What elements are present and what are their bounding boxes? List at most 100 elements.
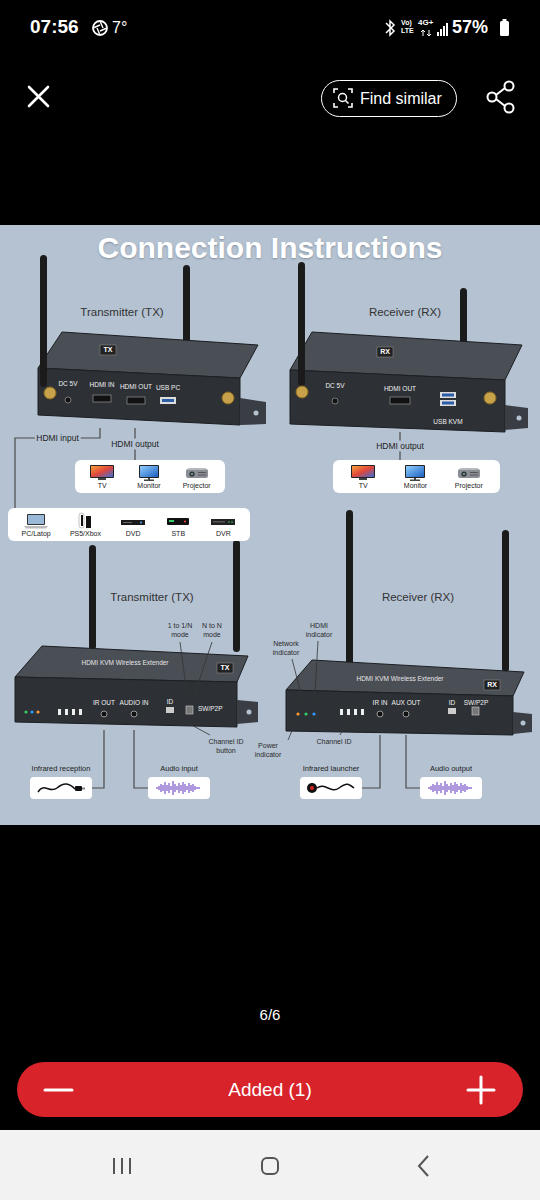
port-label: IR OUT: [93, 699, 115, 706]
device-name: DVR: [216, 529, 231, 538]
port-label: USB KVM: [433, 418, 462, 425]
accessory-box: Audio input: [148, 777, 210, 799]
callout-label: Power indicator: [250, 742, 286, 759]
accessory-label: Audio output: [430, 764, 472, 773]
device-cell: TV: [346, 464, 380, 490]
diagram-title: Connection Instructions: [0, 228, 540, 268]
extender-unit: Receiver (RX) RX DC 5V HDMI OUT USB KVM: [285, 300, 530, 432]
port-label: SW/P2P: [198, 705, 223, 712]
button-label: Find similar: [360, 90, 442, 108]
model-plate: RX: [380, 348, 390, 356]
device-cell: Projector: [179, 464, 215, 490]
device-panel: TV Monitor Projector: [75, 460, 225, 493]
extender-unit: Receiver (RX) HDMI KVM Wireless ExtenderR…: [270, 585, 530, 735]
model-plate: RX: [487, 681, 497, 689]
device-name: Monitor: [404, 481, 427, 490]
connector-label: HDMI output: [374, 441, 426, 452]
unit-heading: Transmitter (TX): [110, 591, 193, 604]
status-network: LTE: [401, 27, 414, 35]
port-label: HDMI OUT: [120, 383, 152, 390]
product-name: HDMI KVM Wireless Extender: [81, 659, 168, 666]
callout-label: HDMI indicator: [302, 622, 336, 639]
device-cell: Monitor: [398, 464, 432, 490]
callout-label: Network indicator: [266, 640, 306, 657]
port-label: USB PC: [156, 384, 180, 391]
device-cell: DVD: [116, 512, 150, 538]
device-cell: Monitor: [132, 464, 166, 490]
device-icon: [72, 512, 98, 529]
model-plate: TX: [221, 664, 230, 672]
port-label: ID: [449, 699, 456, 706]
page-counter: 6/6: [260, 1006, 281, 1024]
accessory-icon: [35, 780, 87, 796]
accessory-icon: [305, 780, 357, 796]
model-plate: TX: [104, 346, 113, 354]
callout-label: N to N mode: [198, 622, 226, 639]
status-temperature: 7°: [112, 18, 127, 37]
callout-label: 1 to 1/N mode: [164, 622, 196, 639]
cart-label: Added (1): [228, 1079, 311, 1101]
accessory-icon: [153, 780, 205, 796]
device-name: PS5/Xbox: [70, 529, 101, 538]
accessory-label: Infrared reception: [32, 764, 91, 773]
device-cell: Projector: [451, 464, 487, 490]
status-network: Vo): [401, 19, 412, 27]
accessory-icon: [425, 780, 477, 796]
device-icon: [136, 464, 162, 481]
status-time: 07:56: [30, 16, 79, 39]
product-name: HDMI KVM Wireless Extender: [356, 675, 443, 682]
device-cell: STB: [161, 512, 195, 538]
connector-line: [92, 730, 104, 788]
connector-line: [406, 735, 420, 788]
device-icon: [23, 512, 49, 529]
device-icon: [456, 464, 482, 481]
device-icon: [210, 512, 236, 529]
port-label: AUX OUT: [392, 699, 421, 706]
device-icon: [402, 464, 428, 481]
device-name: PC/Latop: [22, 529, 51, 538]
port-label: HDMI OUT: [384, 385, 416, 392]
device-name: Projector: [455, 481, 483, 490]
connector-label: HDMI input: [34, 433, 81, 444]
device-cell: DVR: [206, 512, 240, 538]
callout-label: Channel ID button: [205, 738, 247, 755]
port-label: HDMI IN: [90, 381, 115, 388]
port-label: SW/P2P: [464, 699, 489, 706]
device-name: TV: [359, 481, 368, 490]
unit-heading: Receiver (RX): [382, 591, 454, 604]
callout-label: Channel ID: [314, 738, 354, 747]
accessory-box: Infrared reception: [30, 777, 92, 799]
unit-heading: Transmitter (TX): [80, 306, 163, 319]
device-icon: [120, 512, 146, 529]
device-cell: PC/Latop: [18, 512, 55, 538]
device-icon: [165, 512, 191, 529]
status-network: 4G+: [418, 18, 433, 28]
extender-unit: Transmitter (TX) TX DC 5V HDMI IN HDMI OUT US…: [30, 300, 265, 428]
device-name: Projector: [183, 481, 211, 490]
search-button: Find similar: [321, 80, 457, 117]
status-battery: 57%: [452, 17, 488, 39]
accessory-box: Audio output: [420, 777, 482, 799]
device-cell: TV: [85, 464, 119, 490]
extender-unit: Transmitter (TX) HDMI KVM Wireless Extend…: [10, 585, 250, 730]
device-panel: TV Monitor Projector: [333, 460, 500, 493]
port-label: IR IN: [373, 699, 388, 706]
device-name: TV: [98, 481, 107, 490]
device-icon: [350, 464, 376, 481]
device-icon: [184, 464, 210, 481]
device-name: STB: [171, 529, 185, 538]
accessory-box: Infrared launcher: [300, 777, 362, 799]
device-icon: [89, 464, 115, 481]
connector-label: HDMI output: [109, 439, 161, 450]
connector-line: [362, 735, 380, 788]
device-panel: PC/Latop PS5/Xbox DVD STB DVR: [8, 508, 250, 541]
device-name: Monitor: [137, 481, 160, 490]
device-cell: PS5/Xbox: [66, 512, 105, 538]
unit-heading: Receiver (RX): [369, 306, 441, 319]
port-label: DC 5V: [325, 382, 344, 389]
port-label: DC 5V: [58, 380, 77, 387]
accessory-label: Audio input: [160, 764, 198, 773]
port-label: ID: [167, 698, 174, 705]
device-name: DVD: [126, 529, 141, 538]
